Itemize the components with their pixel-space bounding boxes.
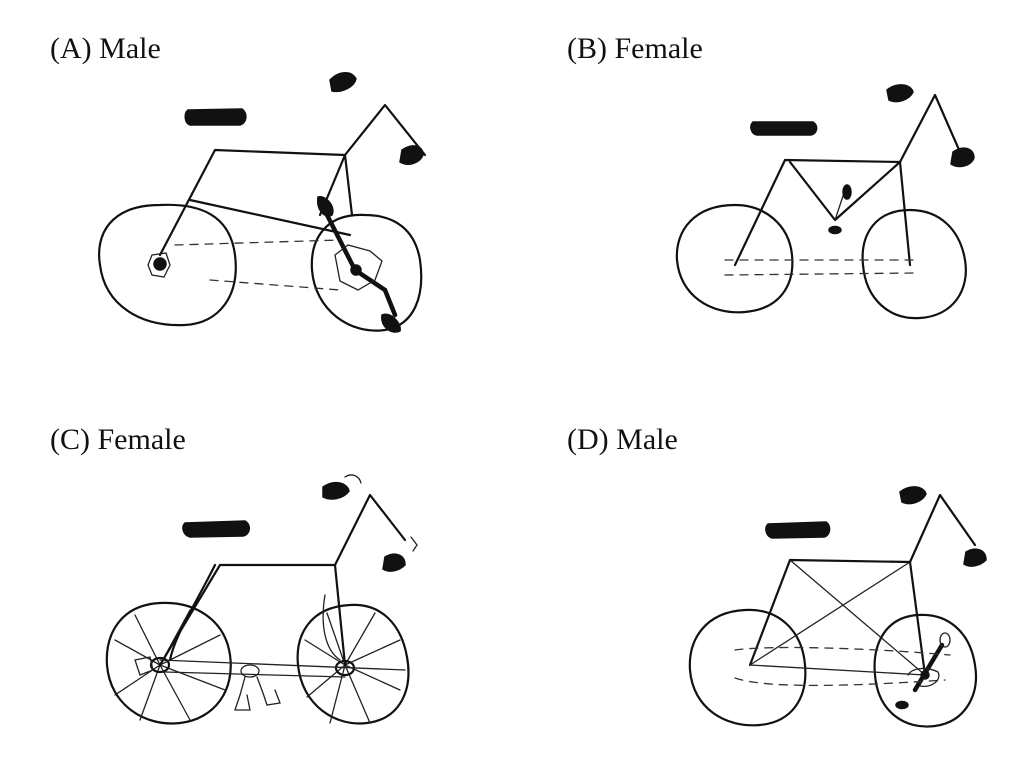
- panel-a-label: (A) Male: [50, 32, 161, 65]
- panel-c-label: (C) Female: [50, 423, 186, 456]
- panel-b-label: (B) Female: [567, 32, 703, 65]
- bicycle-drawing-b: [675, 84, 975, 320]
- bicycle-drawing-a: [98, 72, 427, 333]
- panel-d-label: (D) Male: [567, 423, 678, 456]
- bicycle-drawing-d: [688, 486, 987, 728]
- bicycle-drawing-c: [105, 474, 418, 725]
